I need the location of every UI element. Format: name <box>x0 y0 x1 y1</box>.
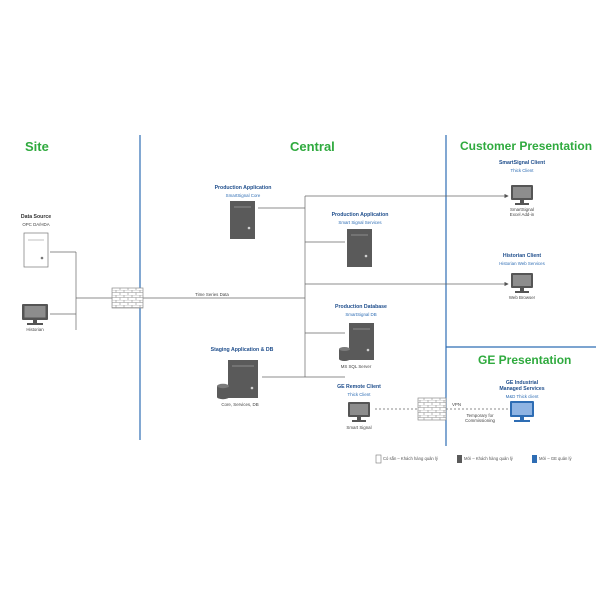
staging-note: Core, Services, DB <box>221 402 259 407</box>
historian-client-computer-icon <box>511 273 533 293</box>
smartsignal-computer-icon <box>511 185 533 205</box>
server-dark-icon <box>347 229 372 267</box>
historian-computer-icon <box>22 304 48 325</box>
ge-remote-computer-icon <box>348 402 370 422</box>
ss-client-subtitle: Thick Client <box>510 168 534 173</box>
legend-dark-icon <box>457 455 462 463</box>
section-title-customer: Customer Presentation <box>460 139 593 153</box>
legend-item-existing: Có sẵn – Khách hàng quản lý <box>383 456 438 461</box>
time-series-label: Time Series Data <box>195 292 229 297</box>
ge-remote-subtitle: Thick Client <box>347 392 371 397</box>
section-title-site: Site <box>25 139 49 154</box>
database-server-icon <box>339 323 374 361</box>
ge-remote-note: Smart Signal <box>346 425 372 430</box>
ss-client-title: SmartSignal Client <box>498 160 546 166</box>
legend-blue-icon <box>532 455 537 463</box>
historian-client-note: Web Browser <box>508 295 536 300</box>
firewall-icon <box>111 287 144 309</box>
ge-remote-title: GE Remote Client <box>337 384 381 390</box>
ss-client-note1: SmartSignal <box>510 207 534 212</box>
central-connectors <box>143 196 508 410</box>
temporary-label-1: Temporary for <box>466 413 494 418</box>
vpn-label: VPN <box>452 402 462 407</box>
staging-title: Staging Application & DB <box>210 347 274 353</box>
legend-item-new-customer: Mới – Khách hàng quản lý <box>464 456 513 461</box>
data-source-title: Data Source <box>20 214 52 220</box>
firewall-vpn-icon <box>417 397 447 421</box>
prod-app-core-title: Production Application <box>214 185 272 191</box>
historian-client-subtitle: Historian Web Services <box>499 261 545 266</box>
legend-item-new-ge: Mới – GE quản lý <box>539 456 572 461</box>
prod-db-note: MS SQL Server <box>340 364 372 369</box>
prod-db-subtitle: SmartSignal DB <box>345 312 377 317</box>
ge-ims-title-line2: Managed Services <box>499 386 545 392</box>
prod-app-services-subtitle: Smart Signal Services <box>338 220 382 225</box>
historian-client-title: Historian Client <box>502 253 542 259</box>
ge-managed-computer-icon <box>510 401 534 422</box>
prod-db-title: Production Database <box>335 304 387 310</box>
ss-client-note2: Excel Add-in <box>509 212 535 217</box>
server-outline-icon <box>23 232 49 268</box>
ge-ims-subtitle: M&D Thick client <box>505 394 539 399</box>
data-source-subtitle: OPC DA/HDA <box>22 222 50 227</box>
prod-app-core-subtitle: SmartSignal Core <box>225 193 261 198</box>
server-dark-icon <box>230 201 255 239</box>
temporary-label-2: Commissioning <box>464 418 496 423</box>
prod-app-services-title: Production Application <box>331 212 389 218</box>
staging-server-icon <box>217 360 258 400</box>
ge-ims-title-line1: GE Industrial <box>505 380 539 386</box>
section-title-ge: GE Presentation <box>478 353 572 367</box>
legend-outline-icon <box>375 454 382 464</box>
historian-label: Historian <box>26 327 44 332</box>
site-connectors <box>50 251 112 330</box>
section-title-central: Central <box>290 139 335 154</box>
